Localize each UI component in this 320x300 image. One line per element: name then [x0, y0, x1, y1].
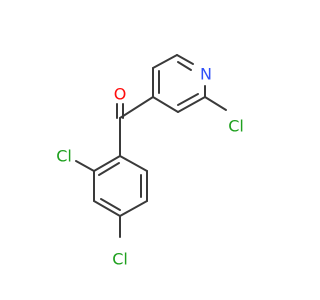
atom-labels: O N Cl Cl Cl	[56, 65, 244, 269]
oxygen-atom-label: O	[114, 85, 127, 104]
para-chlorine-label: Cl	[112, 250, 128, 269]
phenyl-bond-c3-c4-inner	[100, 198, 121, 211]
pyridine-bond-c2-n	[176, 54, 194, 65]
phenyl-bond-c1-c2-inner	[98, 162, 120, 176]
ortho-cl-bond	[75, 160, 95, 172]
phenyl-bond-c6-c1	[119, 155, 148, 172]
pyridine-bond-c6-c5	[177, 96, 206, 113]
pyridine-bond-c3-c2	[152, 54, 178, 69]
phenyl-bond-c3-c4	[93, 200, 121, 217]
nitrogen-atom-label: N	[200, 65, 212, 84]
phenyl-bond-c4-c5	[119, 200, 148, 217]
bonds	[75, 54, 227, 238]
carbonyl-to-pyridine-bond	[119, 96, 154, 119]
chemical-structure-diagram: O N Cl Cl Cl	[56, 54, 244, 269]
phenyl-bond-c1-c2	[93, 155, 121, 172]
pyridine-bond-c6-c5-inner	[177, 93, 199, 106]
pyridine-bond-c5-c4	[152, 96, 179, 113]
pyridine-cl-bond	[204, 96, 227, 111]
pyridine-chlorine-label: Cl	[228, 117, 244, 136]
ortho-chlorine-label: Cl	[56, 147, 72, 166]
pyridine-bond-c2-n-inner	[177, 61, 192, 71]
